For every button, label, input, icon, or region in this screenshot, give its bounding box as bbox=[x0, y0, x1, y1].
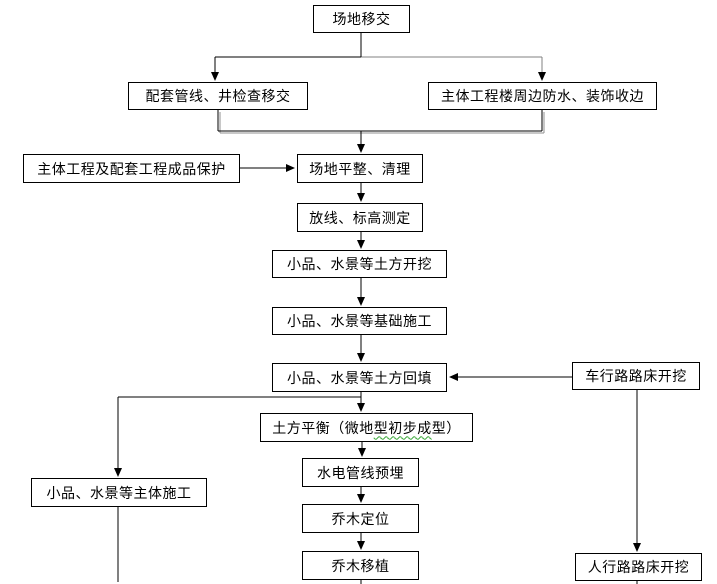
spellcheck-flagged-text: 型初步成 bbox=[373, 419, 432, 436]
node-finished-product-protection: 主体工程及配套工程成品保护 bbox=[23, 154, 240, 183]
node-tree-transplanting: 乔木移植 bbox=[302, 551, 419, 580]
node-earthwork-balance: 土方平衡（微地型初步成型） bbox=[260, 413, 473, 442]
node-utilities-wells-handover: 配套管线、井检查移交 bbox=[128, 82, 308, 110]
node-feature-earthwork-backfill: 小品、水景等土方回填 bbox=[272, 363, 447, 392]
node-pedestrian-road-subgrade-excavation: 人行路路床开挖 bbox=[575, 553, 702, 581]
node-site-handover: 场地移交 bbox=[313, 5, 410, 33]
connector-black-segments bbox=[117, 33, 638, 584]
node-site-leveling-cleanup: 场地平整、清理 bbox=[297, 154, 423, 183]
node-label-text: 型） bbox=[431, 419, 461, 436]
node-vehicular-road-subgrade-excavation: 车行路路床开挖 bbox=[572, 362, 700, 390]
node-label-text: 土方平衡（微地 bbox=[272, 419, 374, 436]
node-building-perimeter-waterproofing: 主体工程楼周边防水、装饰收边 bbox=[428, 82, 657, 110]
node-setting-out-elevation-survey: 放线、标高测定 bbox=[297, 203, 423, 232]
connector-gray-segments bbox=[361, 56, 546, 81]
node-mep-pipeline-embedding: 水电管线预埋 bbox=[302, 458, 419, 487]
node-feature-main-body-construction: 小品、水景等主体施工 bbox=[31, 478, 207, 507]
node-feature-earthwork-excavation: 小品、水景等土方开挖 bbox=[272, 250, 447, 278]
node-tree-positioning: 乔木定位 bbox=[302, 504, 419, 533]
node-feature-foundation-construction: 小品、水景等基础施工 bbox=[272, 307, 447, 335]
connector-arrows bbox=[114, 57, 641, 552]
connector-shadow bbox=[219, 112, 545, 134]
